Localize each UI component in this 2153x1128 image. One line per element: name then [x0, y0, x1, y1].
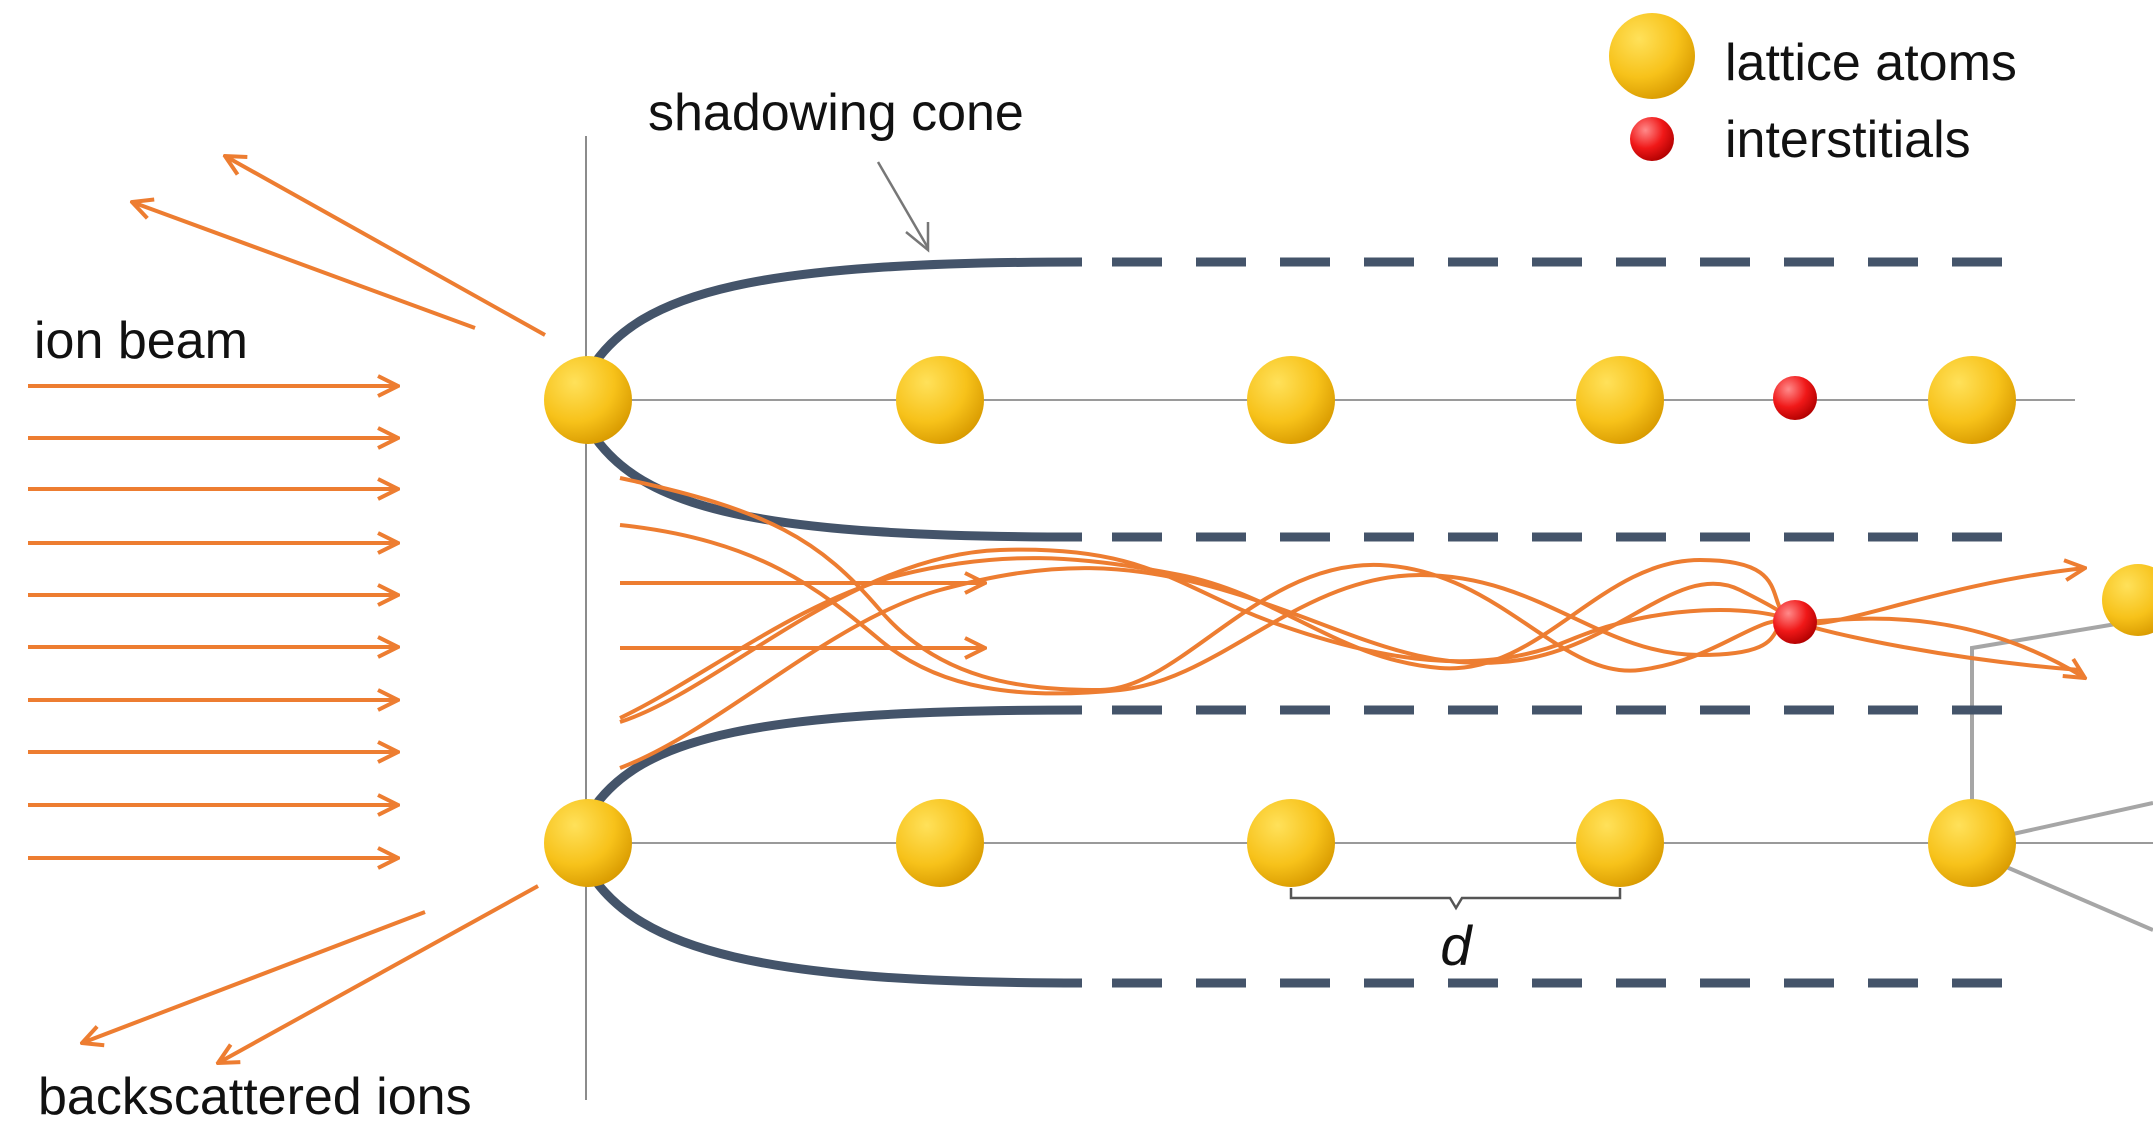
shadowing-cone-lower-top	[590, 710, 1082, 813]
spacing-label: d	[1440, 914, 1473, 977]
legend-lattice-atom-swatch	[1609, 13, 1695, 99]
legend-interstitials-label: interstitials	[1725, 111, 1971, 169]
ion-beam-label: ion beam	[34, 312, 248, 370]
lattice-atom	[1576, 356, 1664, 444]
shadowing-cone-pointer	[878, 162, 928, 248]
lattice-atom	[1928, 799, 2016, 887]
shadowing-cone-upper-bottom	[590, 430, 1082, 537]
shadowing-cone-label: shadowing cone	[648, 84, 1024, 142]
backscattered-ions-label: backscattered ions	[38, 1068, 472, 1126]
shadowing-cone-pointer-head	[906, 222, 928, 250]
lattice-atom	[1576, 799, 1664, 887]
lattice-atom	[1247, 356, 1335, 444]
lattice-atom	[896, 356, 984, 444]
legend-lattice-atoms-label: lattice atoms	[1725, 34, 2017, 92]
lattice-atom	[1247, 799, 1335, 887]
channeled-trajectory	[620, 525, 2085, 693]
lattice-atom	[1928, 356, 2016, 444]
lattice-atom	[544, 799, 632, 887]
interstitial-atom	[1773, 600, 1817, 644]
channeled-trajectories	[620, 478, 2085, 768]
lattice-atom	[544, 356, 632, 444]
shadowing-cone-upper-top	[590, 262, 1082, 370]
spacing-brace	[1291, 888, 1620, 908]
ion-beam-arrows	[28, 386, 398, 858]
interstitial-atom	[1773, 376, 1817, 420]
lattice-atom	[896, 799, 984, 887]
shadowing-cone-lower-bottom	[590, 873, 1082, 983]
backscattered-arrows-upper	[132, 156, 545, 335]
backscattered-arrow	[225, 156, 545, 335]
legend-interstitial-swatch	[1630, 117, 1674, 161]
legend: lattice atoms interstitials	[1609, 13, 2017, 169]
backscattered-arrows-lower	[82, 886, 538, 1063]
